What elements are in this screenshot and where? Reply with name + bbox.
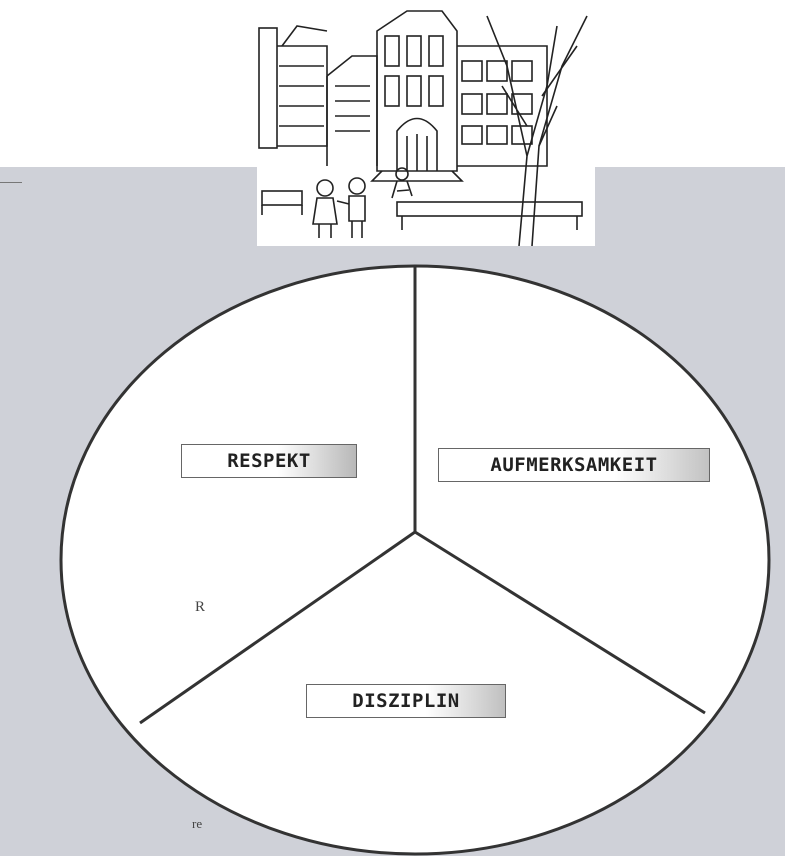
segment-label-respekt: RESPEKT — [181, 444, 357, 478]
school-building-drawing-icon — [257, 6, 595, 247]
divider-right — [414, 530, 706, 715]
stray-text-re: re — [192, 816, 203, 831]
divider-left — [139, 530, 416, 725]
segment-label-aufmerksamkeit: AUFMERKSAMKEIT — [438, 448, 710, 482]
segment-label-disziplin: DISZIPLIN — [306, 684, 506, 718]
page-edge-mark — [0, 182, 22, 183]
stray-text-r: R — [195, 599, 206, 615]
